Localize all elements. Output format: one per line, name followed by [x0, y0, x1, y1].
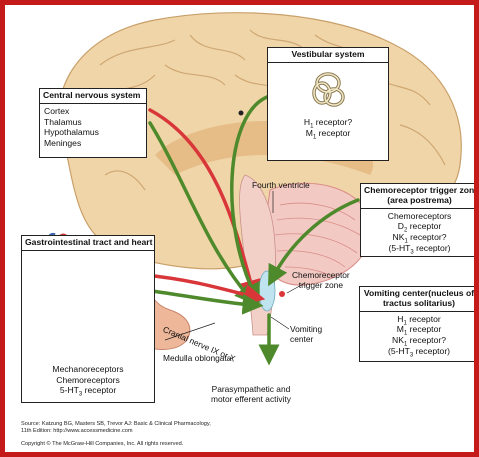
vomiting-receptor: M1 receptor [364, 324, 474, 335]
ctz-box: Chemoreceptor trigger zone (area postrem… [360, 183, 479, 257]
cns-title: Central nervous system [40, 89, 146, 104]
ctz-receptor: (5-HT3 receptor) [365, 243, 474, 254]
trigger-zone-label: Chemoreceptor trigger zone [292, 271, 350, 290]
output-label: Parasympathetic and motor efferent activ… [211, 385, 291, 404]
gi-title: Gastrointestinal tract and heart [22, 236, 154, 251]
gi-item: Chemoreceptors [26, 375, 150, 386]
vomiting-receptor: H1 receptor [364, 314, 474, 325]
vestibular-receptor: H1 receptor? [272, 117, 384, 128]
vestibular-box: Vestibular system H1 receptor? M1 recept… [267, 47, 389, 161]
ctz-receptor: Chemoreceptors [365, 211, 474, 222]
vomiting-center-box: Vomiting center(nucleus of tractus solit… [359, 286, 479, 362]
vestibular-pathway-dot [239, 111, 244, 116]
gi-item: Mechanoreceptors [26, 364, 150, 375]
vestibular-receptor: M1 receptor [272, 128, 384, 139]
vomiting-center-label: Vomiting center [290, 325, 322, 344]
ctz-receptor: D2 receptor [365, 221, 474, 232]
source-citation: Source: Katzung BG, Masters SB, Trevor A… [21, 421, 211, 436]
fourth-ventricle-label: Fourth ventricle [252, 181, 310, 191]
vestibular-title: Vestibular system [268, 48, 388, 63]
cns-item: Hypothalamus [44, 127, 142, 138]
medulla-label: Medulla oblongata [163, 354, 231, 364]
ctz-subtitle: (area postrema) [364, 196, 475, 206]
cns-box: Central nervous system Cortex Thalamus H… [39, 88, 147, 158]
inner-ear-icon [307, 69, 349, 113]
cns-item: Meninges [44, 138, 142, 149]
cns-item: Cortex [44, 106, 142, 117]
vomiting-center-subtitle: tractus solitarius) [363, 299, 475, 309]
vomiting-receptor: NK1 receptor? [364, 335, 474, 346]
vomiting-receptor: (5-HT3 receptor) [364, 346, 474, 357]
copyright-notice: Copyright © The McGraw-Hill Companies, I… [21, 441, 183, 448]
gi-box: Gastrointestinal tract and heart Mechano… [21, 235, 155, 403]
trigger-zone-dot [279, 291, 285, 297]
ctz-receptor: NK1 receptor? [365, 232, 474, 243]
gi-item: 5-HT3 receptor [26, 385, 150, 396]
cns-item: Thalamus [44, 117, 142, 128]
